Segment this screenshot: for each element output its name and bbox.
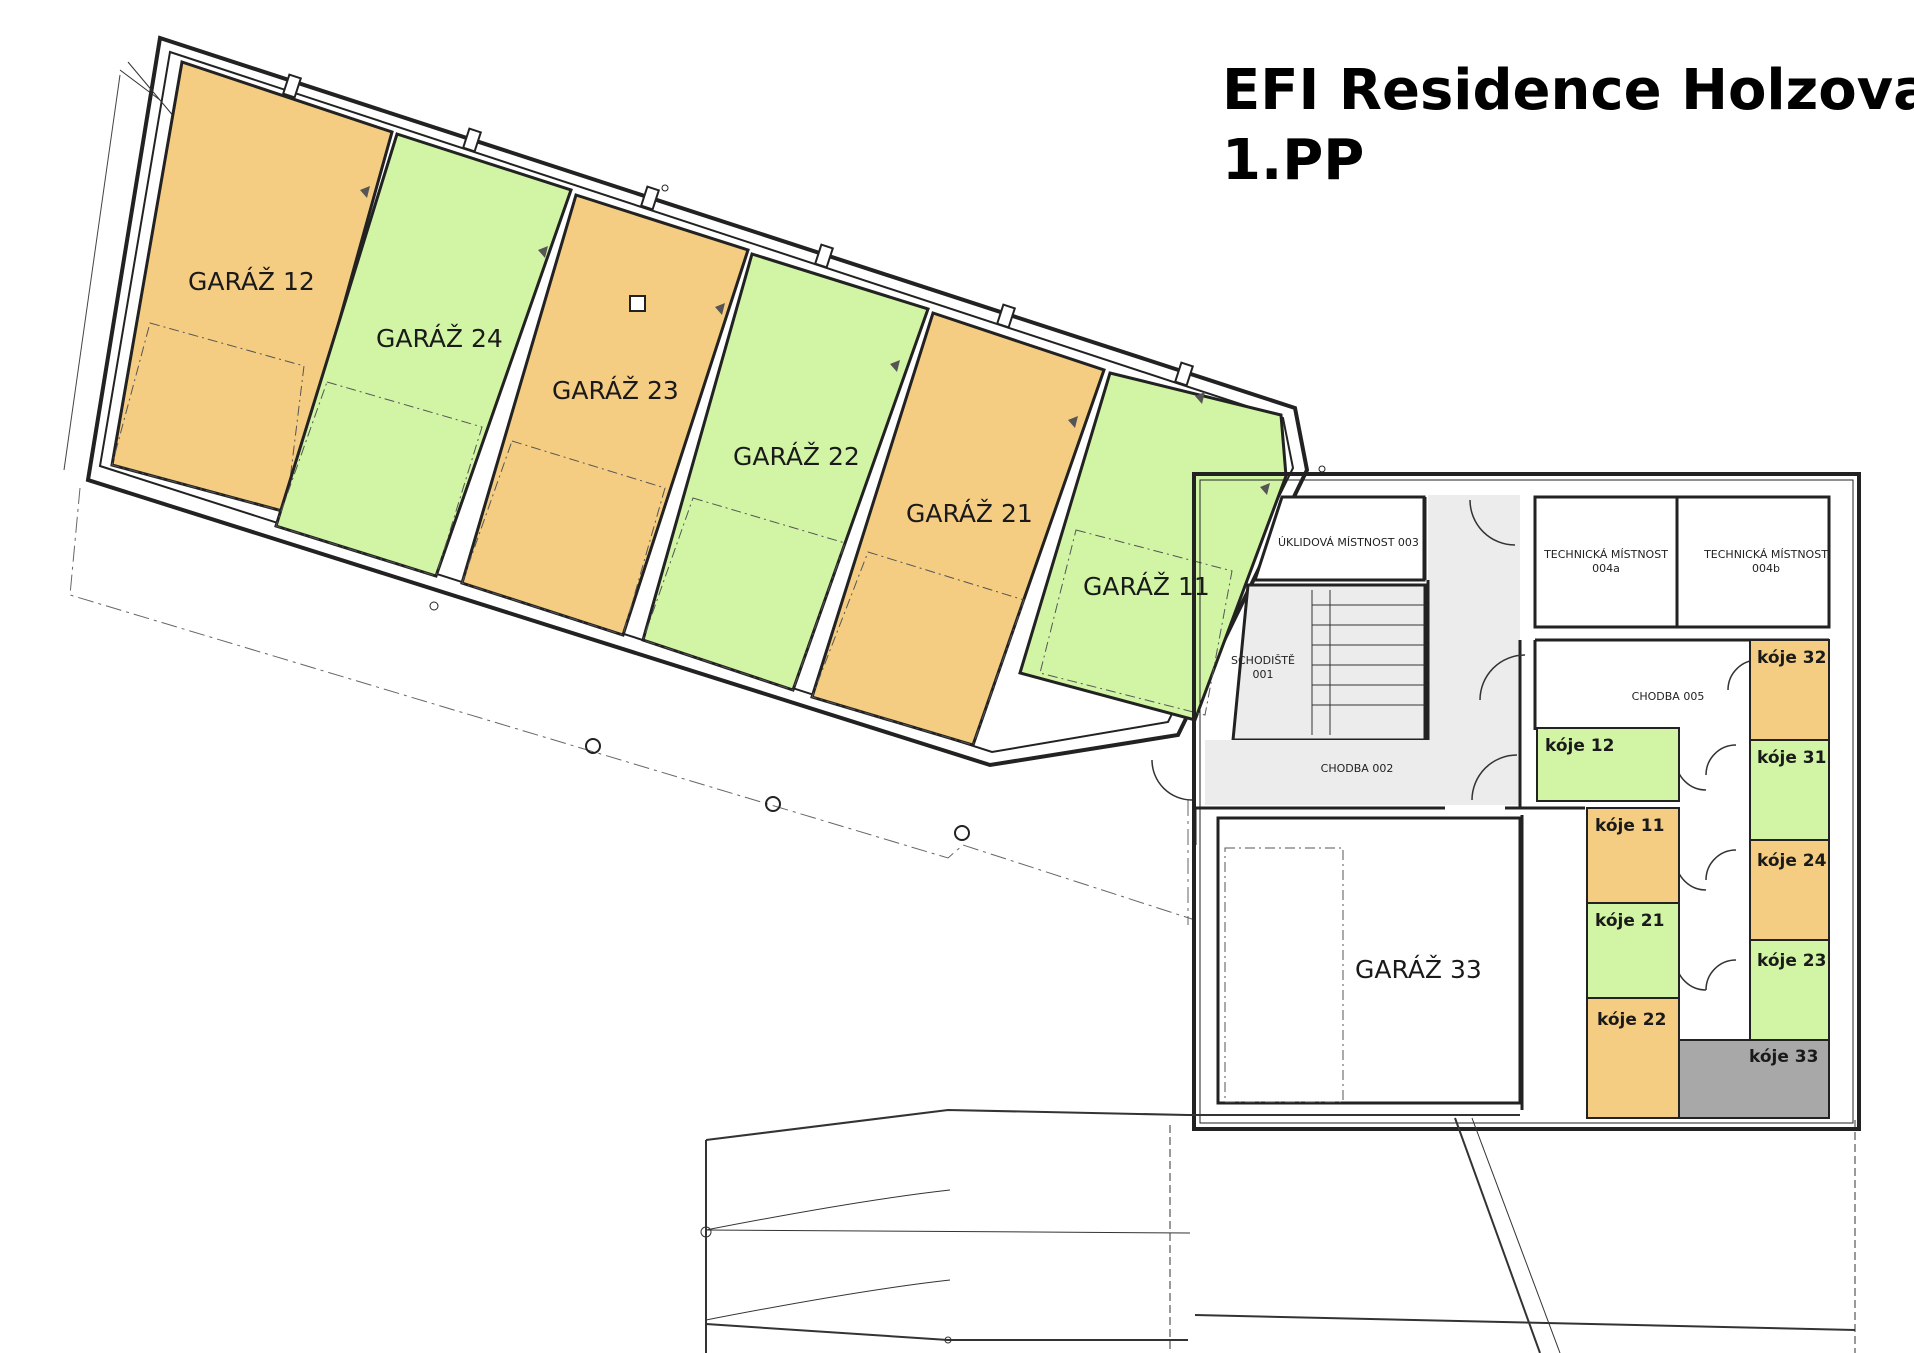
garage-wing-outline	[85, 35, 1310, 768]
technical-room-004b-name: TECHNICKÁ MÍSTNOST	[1703, 548, 1828, 561]
storage-32-label: kóje 32	[1757, 648, 1826, 668]
technical-room-004a-name: TECHNICKÁ MÍSTNOST	[1543, 548, 1668, 561]
garage-11-label: GARÁŽ 11	[1083, 572, 1210, 601]
storage-23-label: kóje 23	[1757, 951, 1826, 971]
garage-23[interactable]: GARÁŽ 23	[460, 193, 750, 637]
technical-room-004a-number: 004a	[1592, 562, 1620, 575]
plan-title: EFI Residence Holzova	[1222, 58, 1914, 123]
right-block-outline	[1192, 472, 1861, 1131]
garage-21[interactable]: GARÁŽ 21	[810, 311, 1106, 747]
garage-12[interactable]: GARÁŽ 12	[110, 60, 394, 514]
storage-24[interactable]: kóje 24	[1749, 839, 1830, 941]
cleaning-room-label: ÚKLIDOVÁ MÍSTNOST 003	[1278, 536, 1419, 549]
garage-33-label: GARÁŽ 33	[1355, 955, 1482, 984]
technical-room-004b[interactable]: TECHNICKÁ MÍSTNOST 004b	[1675, 495, 1831, 629]
corridor-002-label: CHODBA 002	[1321, 762, 1394, 775]
storage-33[interactable]: kóje 33	[1678, 1039, 1830, 1119]
garage-24[interactable]: GARÁŽ 24	[274, 132, 573, 578]
storage-11-label: kóje 11	[1595, 816, 1664, 836]
storage-22[interactable]: kóje 22	[1586, 997, 1680, 1119]
storage-23[interactable]: kóje 23	[1749, 939, 1830, 1041]
technical-room-004b-number: 004b	[1752, 562, 1780, 575]
storage-22-label: kóje 22	[1597, 1010, 1666, 1030]
garage-wing-inner-outline	[98, 50, 1295, 754]
garage-12-label: GARÁŽ 12	[188, 267, 315, 296]
driveway-ramp	[700, 1108, 1856, 1353]
garage-11[interactable]: GARÁŽ 11	[1018, 371, 1288, 722]
storage-11[interactable]: kóje 11	[1586, 807, 1680, 904]
garage-24-label: GARÁŽ 24	[376, 324, 503, 353]
garage-22[interactable]: GARÁŽ 22	[641, 252, 930, 692]
garage-22-label: GARÁŽ 22	[733, 442, 860, 471]
garage-33[interactable]: GARÁŽ 33	[1216, 816, 1522, 1105]
floor-label: 1.PP	[1222, 128, 1365, 193]
garage-21-label: GARÁŽ 21	[906, 499, 1033, 528]
storage-21[interactable]: kóje 21	[1586, 902, 1680, 999]
storage-12[interactable]: kóje 12	[1536, 727, 1680, 802]
corridor-central	[1428, 495, 1520, 805]
technical-room-004a[interactable]: TECHNICKÁ MÍSTNOST 004a	[1533, 495, 1679, 629]
storage-32[interactable]: kóje 32	[1749, 639, 1830, 741]
staircase-number: 001	[1253, 668, 1274, 681]
storage-21-label: kóje 21	[1595, 911, 1664, 931]
storage-31[interactable]: kóje 31	[1749, 739, 1830, 841]
corridor-005-label: CHODBA 005	[1632, 690, 1705, 703]
staircase-name: SCHODIŠTĚ	[1231, 654, 1295, 667]
storage-31-label: kóje 31	[1757, 748, 1826, 768]
garage-23-label: GARÁŽ 23	[552, 376, 679, 405]
storage-24-label: kóje 24	[1757, 851, 1827, 871]
storage-12-label: kóje 12	[1545, 736, 1614, 756]
cleaning-room-003[interactable]: ÚKLIDOVÁ MÍSTNOST 003	[1252, 495, 1426, 582]
storage-33-label: kóje 33	[1749, 1047, 1818, 1067]
